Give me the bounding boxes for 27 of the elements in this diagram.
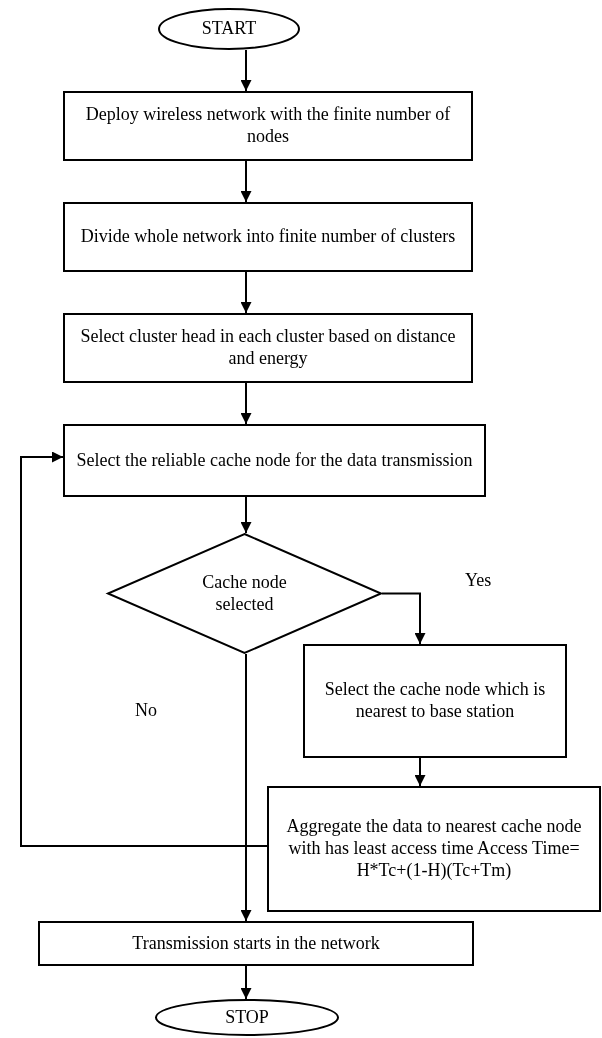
step-text: Select the cache node which is nearest to base station: [323, 679, 547, 723]
process-box: [38, 921, 474, 966]
process-box: [267, 786, 601, 912]
arrow: [240, 965, 252, 1000]
arrow: [240, 49, 252, 92]
decision-label: Cache node selected: [201, 571, 288, 616]
step-text: Transmission starts in the network: [132, 932, 380, 955]
arrow: [381, 592, 426, 645]
terminator-label: STOP: [225, 1006, 269, 1029]
step-text: Divide whole network into finite number of clusters: [80, 226, 456, 248]
arrow: [240, 382, 252, 425]
step-text: Aggregate the data to nearest cache node with has least access time Access Time= H*Tc+(1-H)(Tc+Tm): [285, 816, 583, 882]
step-text: Select cluster head in each cluster based on distance and energy: [79, 326, 457, 370]
process-box: [63, 424, 486, 497]
arrow: [240, 271, 252, 314]
terminator-label: START: [201, 18, 257, 40]
arrow: [20, 451, 268, 847]
arrow: [414, 757, 426, 787]
arrow: [240, 496, 252, 534]
arrow: [240, 653, 252, 922]
step-text: Deploy wireless network with the finite number of nodes: [84, 104, 452, 148]
step-text: Select the reliable cache node for the data transmission: [76, 449, 473, 472]
process-box: [63, 202, 473, 272]
process-box: [63, 91, 473, 161]
arrow: [240, 160, 252, 203]
process-box: [303, 644, 567, 758]
process-box: [63, 313, 473, 383]
